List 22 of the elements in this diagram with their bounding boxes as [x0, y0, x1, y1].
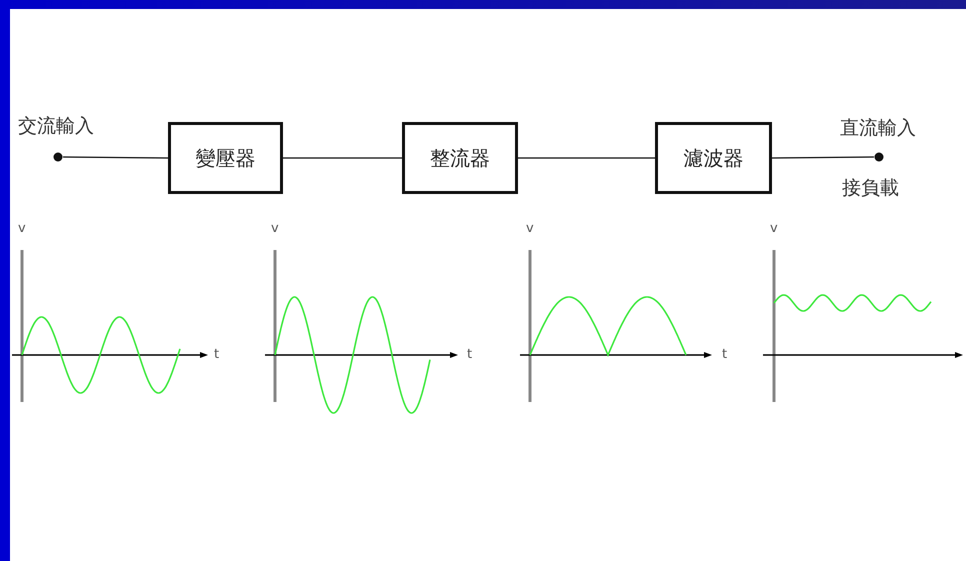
connector-line: [772, 156, 874, 159]
axis-label: t: [214, 348, 220, 362]
terminal-label: 直流輸入: [840, 117, 916, 139]
axis-label: v: [18, 222, 26, 236]
terminal-dot: [53, 152, 63, 162]
process-box: [402, 122, 518, 194]
process-box: [168, 122, 283, 194]
connector-line: [518, 157, 655, 159]
axis-label: t: [467, 348, 472, 362]
axis-label: t: [722, 348, 728, 362]
terminal-label: 交流輸入: [18, 115, 94, 137]
process-box: [655, 122, 772, 194]
connector-line: [63, 156, 168, 159]
axis-label: v: [271, 222, 279, 236]
terminal-dot: [874, 152, 884, 162]
block-label: 整流器: [430, 144, 490, 172]
connector-line: [283, 157, 402, 159]
terminal-label: 接負載: [842, 177, 899, 199]
axis-label: v: [526, 222, 534, 236]
axis-label: v: [770, 222, 778, 236]
block-label: 濾波器: [684, 144, 744, 172]
block-label: 變壓器: [196, 144, 256, 172]
